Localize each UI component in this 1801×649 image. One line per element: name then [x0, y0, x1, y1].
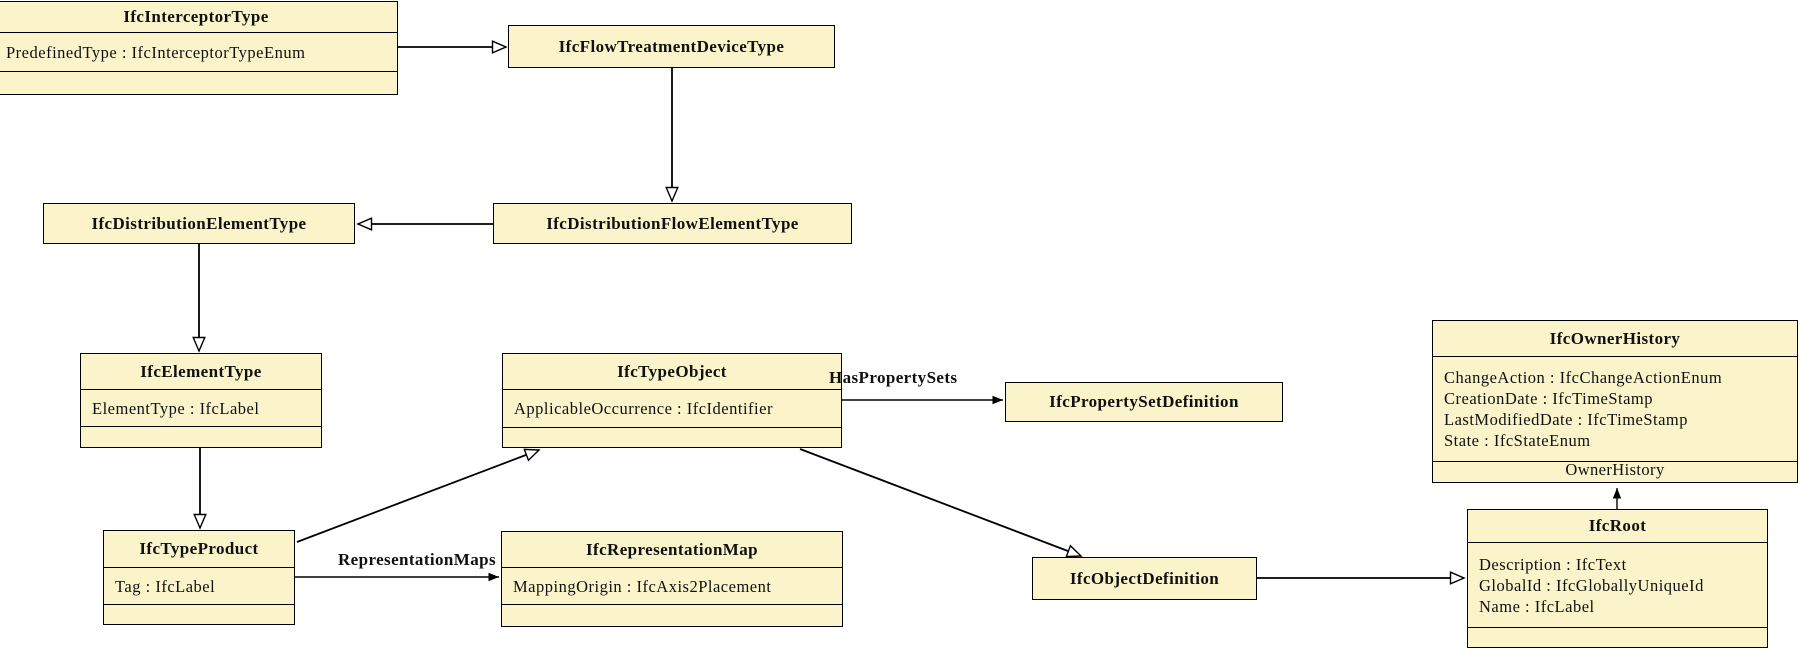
generalization-typeproduct-to-typeobject: [296, 448, 541, 543]
class-title: IfcFlowTreatmentDeviceType: [558, 36, 785, 56]
class-title: IfcDistributionElementType: [91, 213, 307, 233]
class-attribute: State : IfcStateEnum: [1444, 431, 1591, 450]
class-footer: [81, 427, 321, 447]
class-title: IfcInterceptorType: [0, 2, 397, 33]
class-attribute: ChangeAction : IfcChangeActionEnum: [1444, 368, 1723, 387]
class-attribute: Tag : IfcLabel: [115, 576, 216, 596]
generalization-typeobject-to-objectdefinition: [799, 448, 1083, 558]
class-ifcownerhistory: IfcOwnerHistory ChangeAction : IfcChange…: [1432, 320, 1798, 483]
edge-label-representationmaps: RepresentationMaps: [338, 550, 496, 569]
class-attributes: MappingOrigin : IfcAxis2Placement: [502, 568, 842, 605]
class-attributes: PredefinedType : IfcInterceptorTypeEnum: [0, 33, 397, 72]
class-title: IfcRoot: [1468, 510, 1767, 543]
class-title: IfcTypeObject: [503, 354, 841, 390]
class-attributes: Description : IfcText GlobalId : IfcGlob…: [1468, 543, 1767, 628]
class-ifcdistributionflowelementtype: IfcDistributionFlowElementType: [493, 203, 852, 244]
class-ifcdistributionelementtype: IfcDistributionElementType: [43, 203, 355, 244]
class-title: IfcElementType: [81, 354, 321, 390]
class-ifcpropertysetdefinition: IfcPropertySetDefinition: [1005, 382, 1283, 422]
class-footer: [1468, 628, 1767, 647]
class-attributes: ElementType : IfcLabel: [81, 390, 321, 427]
class-footer: [502, 605, 842, 626]
class-attribute: Description : IfcText: [1479, 554, 1627, 574]
class-attribute: GlobalId : IfcGloballyUniqueId: [1479, 575, 1704, 595]
class-attribute: LastModifiedDate : IfcTimeStamp: [1444, 410, 1689, 429]
class-ifcrepresentationmap: IfcRepresentationMap MappingOrigin : Ifc…: [501, 531, 843, 627]
class-attribute: PredefinedType : IfcInterceptorTypeEnum: [6, 42, 306, 62]
edge-label-haspropertysets: HasPropertySets: [829, 368, 958, 387]
class-title: IfcRepresentationMap: [502, 532, 842, 568]
class-title: IfcTypeProduct: [104, 531, 294, 568]
class-ifcflowtreatmentdevicetype: IfcFlowTreatmentDeviceType: [508, 25, 835, 68]
class-title: IfcOwnerHistory: [1433, 321, 1797, 357]
class-footer: [104, 605, 294, 624]
class-ifcelementtype: IfcElementType ElementType : IfcLabel: [80, 353, 322, 448]
class-title: IfcObjectDefinition: [1069, 568, 1220, 588]
class-attribute: ElementType : IfcLabel: [92, 398, 260, 418]
edge-label-ownerhistory: OwnerHistory: [1565, 460, 1665, 479]
class-attribute: MappingOrigin : IfcAxis2Placement: [513, 576, 772, 596]
class-attribute: ApplicableOccurrence : IfcIdentifier: [514, 399, 773, 418]
class-attributes: Tag : IfcLabel: [104, 568, 294, 605]
class-footer: [503, 428, 841, 447]
class-attribute: Name : IfcLabel: [1479, 596, 1595, 616]
class-title: IfcDistributionFlowElementType: [546, 213, 799, 233]
class-attribute: CreationDate : IfcTimeStamp: [1444, 389, 1654, 408]
class-attributes: ChangeAction : IfcChangeActionEnum Creat…: [1433, 357, 1797, 462]
class-ifctypeobject: IfcTypeObject ApplicableOccurrence : Ifc…: [502, 353, 842, 448]
class-ifctypeproduct: IfcTypeProduct Tag : IfcLabel: [103, 530, 295, 625]
class-footer: [0, 72, 397, 94]
class-attributes: ApplicableOccurrence : IfcIdentifier: [503, 390, 841, 428]
class-ifcobjectdefinition: IfcObjectDefinition: [1032, 557, 1257, 600]
class-ifcinterceptortype: IfcInterceptorType PredefinedType : IfcI…: [0, 1, 398, 95]
class-ifcroot: IfcRoot Description : IfcText GlobalId :…: [1467, 509, 1768, 648]
class-title: IfcPropertySetDefinition: [1049, 392, 1239, 411]
